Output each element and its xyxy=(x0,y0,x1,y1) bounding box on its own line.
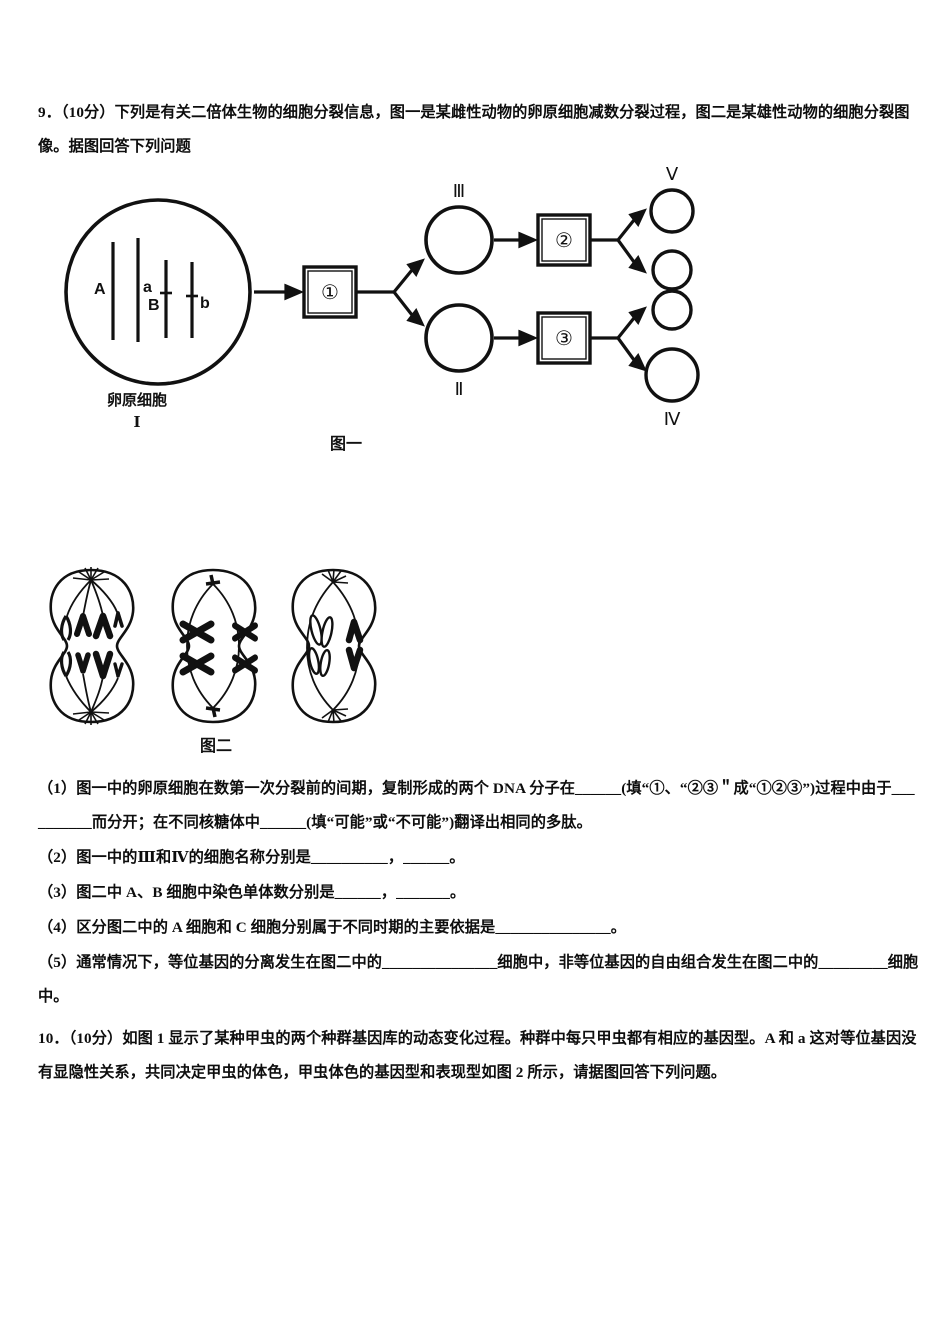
sub-question-5: （5）通常情况下，等位基因的分离发生在图二中的_______________细胞… xyxy=(38,954,919,1005)
oogonium-numeral: Ⅰ xyxy=(133,415,141,431)
fork-1-down-head xyxy=(406,307,425,327)
fork-2-down xyxy=(616,239,636,263)
figure2-cell-A xyxy=(49,567,135,725)
fork-3-up xyxy=(616,317,636,339)
question-9-stem: 9．（10分）下列是有关二倍体生物的细胞分裂信息，图一是某雌性动物的卵原细胞减数… xyxy=(38,104,910,155)
figure2-cell-C xyxy=(291,568,377,724)
cell-V xyxy=(649,188,695,234)
figure-2 xyxy=(45,558,390,763)
cell-C-aster-bottom xyxy=(321,708,349,724)
fork-2-up-head xyxy=(628,208,647,228)
process-box-2: ② xyxy=(536,213,592,267)
cell-C-chromosomes-solid xyxy=(345,618,364,672)
sub-question-4: （4）区分图二中的 A 细胞和 C 细胞分别属于不同时期的主要依据是______… xyxy=(38,919,627,936)
figure-2-svg xyxy=(49,567,377,725)
fork-2-up xyxy=(616,219,636,241)
cell-III xyxy=(424,205,494,275)
fork-3-up-head xyxy=(628,306,647,326)
label-cell-II: Ⅱ xyxy=(455,379,464,399)
cell-C-aster-top xyxy=(321,568,349,584)
chromosome-group xyxy=(111,238,198,342)
process-box-1: ① xyxy=(302,265,358,319)
cell-C-membrane xyxy=(291,568,377,724)
sub-question-1: （1）图一中的卵原细胞在数第一次分裂前的间期，复制形成的两个 DNA 分子在__… xyxy=(38,780,915,831)
cell-A-aster-top xyxy=(72,567,110,581)
process-box-3: ③ xyxy=(536,311,592,365)
sub-question-2: （2）图一中的Ⅲ和Ⅳ的细胞名称分别是__________，______。 xyxy=(38,849,465,866)
oogonium-label-text: 卵原细胞 xyxy=(106,393,167,409)
cell-C-chromosomes-outlined xyxy=(307,614,334,678)
label-chromosome-A: A xyxy=(94,281,106,298)
cell-A-chromosomes-top xyxy=(59,611,124,641)
process-box-2-label: ② xyxy=(555,230,573,252)
cell-B-tetrads xyxy=(179,620,258,676)
figure-1: A a B b ① xyxy=(38,164,718,470)
arrow-2-head xyxy=(518,231,539,249)
label-chromosome-b: b xyxy=(200,295,210,312)
cell-A-membrane xyxy=(49,568,135,724)
fork-1-up-head xyxy=(406,258,425,278)
oogonium-cell xyxy=(64,198,252,386)
process-box-1-label: ① xyxy=(321,282,339,304)
fork-1-down xyxy=(392,291,414,316)
figure-2-caption: 图二 xyxy=(200,738,233,755)
fork-2-down-head xyxy=(628,254,647,274)
figure-1-caption: 图一 xyxy=(330,436,363,453)
question-10-stem: 10．（10分）如图 1 显示了某种甲虫的两个种群基因库的动态变化过程。种群中每… xyxy=(38,1030,917,1081)
label-cell-V: Ⅴ xyxy=(666,164,679,184)
fork-3-down xyxy=(616,337,636,361)
polar-body-2 xyxy=(651,289,693,331)
label-chromosome-a: a xyxy=(143,279,152,296)
oogonium-label-block: 卵原细胞 Ⅰ xyxy=(82,390,192,434)
label-cell-IV: Ⅳ xyxy=(664,409,681,429)
label-cell-III: Ⅲ xyxy=(453,181,465,201)
label-chromosome-B: B xyxy=(148,297,160,314)
cell-II xyxy=(424,303,494,373)
cell-A-aster-bottom xyxy=(72,711,110,725)
polar-body-1 xyxy=(651,249,693,291)
fork-1-up xyxy=(392,268,414,294)
process-box-3-label: ③ xyxy=(555,328,573,350)
figure2-cell-B xyxy=(171,568,258,724)
cell-A-chromosomes-bottom xyxy=(59,650,124,680)
cell-B-spindle xyxy=(186,583,240,709)
cell-B-membrane xyxy=(171,568,257,724)
cell-IV xyxy=(644,347,700,403)
fork-3-down-head xyxy=(628,352,647,372)
arrow-3-head xyxy=(518,329,539,347)
arrow-1-head xyxy=(284,283,305,301)
figure-1-svg: A a B b ① xyxy=(64,164,700,429)
sub-question-3: （3）图二中 A、B 细胞中染色单体数分别是______，_______。 xyxy=(38,884,466,901)
